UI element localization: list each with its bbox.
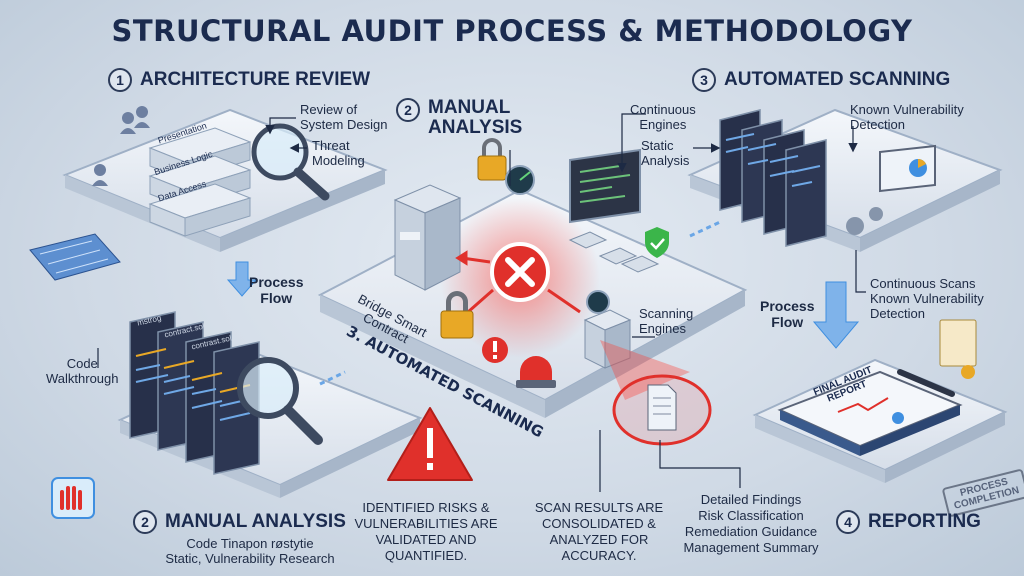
padlock-icon [440,291,474,339]
section-reporting-header: 4 REPORTING [836,510,981,534]
monitor-icon [569,148,641,224]
alert-circle-icon [482,337,508,363]
chart-monitor-icon [879,144,936,193]
callout-continuous-engines: Continuous Engines [630,102,696,132]
blueprint-icon [29,233,121,281]
step-number: 1 [108,68,132,92]
section-title: MANUAL ANALYSIS [428,97,523,138]
note-scan-results: SCAN RESULTS ARE CONSOLIDATED & ANALYZED… [534,500,664,563]
flow-arrow-left [226,261,258,297]
section-title: AUTOMATED SCANNING [724,69,951,90]
radar-icon [505,165,535,195]
magnifier-icon [251,123,330,201]
shield-check-icon [645,227,669,258]
scanning-engine-icon [583,290,632,369]
step-number: 4 [836,510,860,534]
section-title: MANUAL ANALYSIS [165,511,346,532]
flow-arrow-right [812,281,860,349]
section-title: REPORTING [868,511,981,532]
siren-icon [516,356,556,388]
callout-static-analysis: Static Analysis [641,138,690,168]
callout-continuous-scans: Continuous Scans Known Vulnerability Det… [870,276,984,321]
step-number: 2 [133,510,157,534]
section-title: ARCHITECTURE REVIEW [140,69,371,90]
scan-beam [600,340,712,446]
pen-icon [897,369,955,397]
server-icon [393,184,462,291]
callout-threat-modeling: Threat Modeling [312,138,365,168]
gears-icon [846,207,883,235]
certificate-icon [939,319,977,379]
section-automated-header: 3 AUTOMATED SCANNING [692,68,950,92]
magnifier-icon [237,357,323,445]
team-icon [92,106,150,186]
callout-code-walkthrough: Code Walkthrough [46,356,119,386]
note-identified-risks: IDENTIFIED RISKS & VULNERABILITIES ARE V… [354,500,498,563]
report-details-list: Detailed Findings Risk Classification Re… [683,492,819,555]
manual-analysis-subtitle: Code Tinapon røstytie Static, Vulnerabil… [165,536,335,566]
callout-review-system-design: Review of System Design [300,102,388,132]
section-manual-bottom-header: 2 MANUAL ANALYSIS [133,510,346,534]
callout-scanning-engines: Scanning Engines [639,306,694,336]
section-architecture-header: 1 ARCHITECTURE REVIEW [108,68,370,92]
report-book-icon [777,370,963,456]
callout-known-vulnerability: Known Vulnerability Detection [850,102,964,132]
flow-arrow-center-left [319,220,721,386]
hand-code-icon [51,477,95,519]
section-manual-top-header: 2 MANUAL ANALYSIS [396,98,522,138]
warning-icon [387,407,473,481]
page-title: STRUCTURAL AUDIT PROCESS & METHODOLOGY [111,14,913,48]
process-flow-label-right: Process Flow [760,298,815,330]
step-number: 3 [692,68,716,92]
padlock-icon [477,138,507,181]
layer-stack [148,127,252,237]
process-flow-label-left: Process Flow [249,274,304,306]
step-number: 2 [396,98,420,122]
error-x-icon [490,242,550,302]
